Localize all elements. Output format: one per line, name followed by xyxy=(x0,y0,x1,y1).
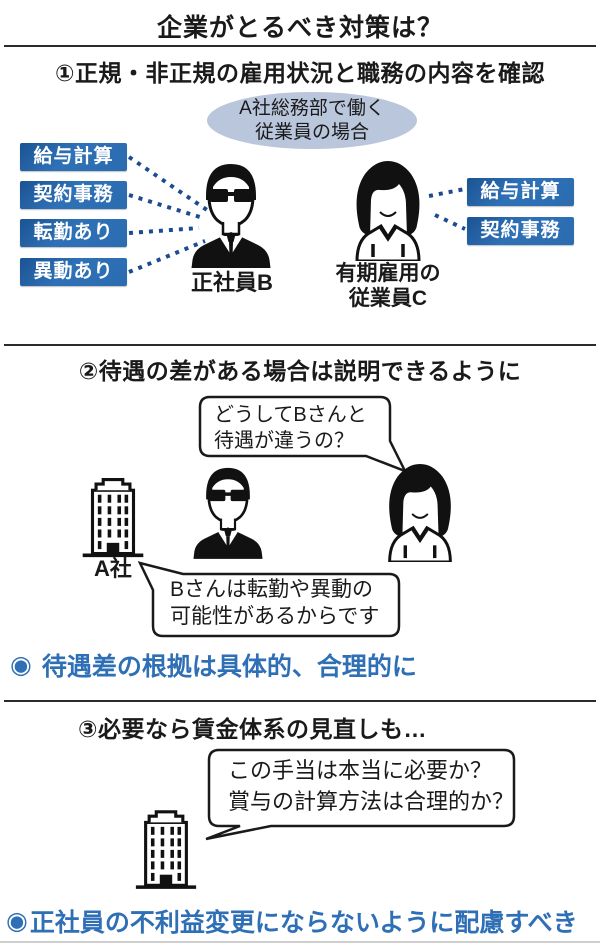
review-line2: 賞与の計算方法は合理的か？ xyxy=(228,789,515,814)
section3-conclusion: ◉ 正社員の不利益変更にならないように配慮すべき xyxy=(6,903,578,939)
person-c-caption-line1: 有期雇用の xyxy=(335,262,441,285)
review-bubble-text: この手当は本当に必要か？ 賞与の計算方法は合理的か？ xyxy=(228,755,514,817)
section3-heading: ③必要なら賃金体系の見直しも… xyxy=(78,716,427,742)
section1-heading: ①正規・非正規の雇用状況と職務の内容を確認 xyxy=(55,60,545,86)
duty-label-b-2: 契約事務 xyxy=(20,181,127,209)
page-title: 企業がとるべき対策は？ xyxy=(156,14,443,42)
male-employee-icon xyxy=(191,164,271,268)
divider-2 xyxy=(4,344,596,346)
question-bubble-text: どうしてBさんと 待遇が違うの？ xyxy=(214,402,367,454)
case-ellipse-line2: 従業員の場合 xyxy=(254,121,369,143)
female-employee-icon xyxy=(355,161,421,261)
speech-bubble-answer xyxy=(137,561,401,638)
answer-line2: 可能性があるからです xyxy=(170,605,380,628)
office-building-icon xyxy=(135,810,197,889)
answer-line1: Bさんは転勤や異動の xyxy=(170,578,374,601)
case-ellipse: A社総務部で働く 従業員の場合 xyxy=(207,92,417,149)
bottom-hairline xyxy=(0,941,600,943)
duty-label-c-1: 給与計算 xyxy=(467,178,574,206)
person-b-caption: 正社員B xyxy=(191,270,273,295)
company-label: A社 xyxy=(94,556,132,581)
divider-3 xyxy=(4,700,596,702)
duty-label-b-1: 給与計算 xyxy=(20,143,127,171)
duty-label-b-3: 転勤あり xyxy=(20,219,127,247)
duty-label-c-2: 契約事務 xyxy=(467,217,574,245)
question-line1: どうしてBさんと xyxy=(214,404,367,426)
question-line2: 待遇が違うの？ xyxy=(214,430,354,452)
section2-conclusion-text: 待遇差の根拠は具体的、合理的に xyxy=(41,653,417,681)
divider-1 xyxy=(4,45,596,47)
target-bullet-icon: ◉ xyxy=(6,907,28,935)
office-building-icon xyxy=(82,478,144,558)
target-bullet-icon: ◉ xyxy=(10,651,32,679)
section2-conclusion: ◉ 待遇差の根拠は具体的、合理的に xyxy=(10,647,417,683)
male-employee-icon xyxy=(193,467,263,559)
person-c-caption-line2: 従業員C xyxy=(348,286,428,310)
speech-bubble-question xyxy=(198,395,408,474)
dotted-connector-lines xyxy=(127,155,466,274)
review-line1: この手当は本当に必要か？ xyxy=(228,758,493,783)
case-ellipse-line1: A社総務部で働く xyxy=(239,97,385,119)
speech-bubble-review xyxy=(205,748,516,841)
duty-label-b-4: 異動あり xyxy=(20,258,127,286)
answer-bubble-text: Bさんは転勤や異動の 可能性があるからです xyxy=(170,576,379,630)
section3-conclusion-text: 正社員の不利益変更にならないように配慮すべき xyxy=(29,909,578,937)
section2-heading: ②待遇の差がある場合は説明できるように xyxy=(78,358,522,384)
female-employee-icon xyxy=(388,463,452,562)
person-c-caption: 有期雇用の 従業員C xyxy=(326,262,450,312)
